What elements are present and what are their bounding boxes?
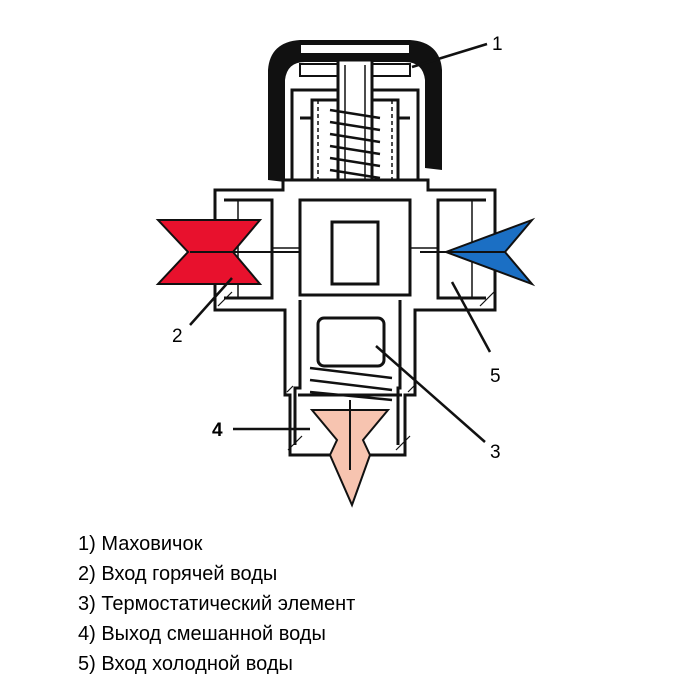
legend-item-cold-water-inlet: 5) Вход холодной воды bbox=[78, 653, 293, 675]
callout-5: 5 bbox=[490, 366, 501, 387]
valve-body bbox=[213, 178, 497, 457]
legend-item-thermostatic-element: 3) Термостатический элемент bbox=[78, 593, 356, 615]
spring bbox=[329, 108, 381, 180]
callout-3: 3 bbox=[490, 442, 501, 463]
callout-4: 4 bbox=[212, 420, 223, 441]
legend-item-handwheel: 1) Маховичок bbox=[78, 533, 203, 555]
parts-legend: 1) Маховичок 2) Вход горячей воды 3) Тер… bbox=[78, 529, 355, 679]
legend-item-hot-water-inlet: 2) Вход горячей воды bbox=[78, 563, 278, 585]
callout-2: 2 bbox=[172, 326, 183, 347]
spindle-assembly bbox=[290, 58, 420, 192]
legend-item-mixed-water-outlet: 4) Выход смешанной воды bbox=[78, 623, 326, 645]
body-hatching bbox=[217, 291, 495, 451]
callout-1: 1 bbox=[492, 34, 503, 55]
valve-cross-section-diagram: 1 2 3 4 5 bbox=[155, 34, 536, 508]
callout-leaders bbox=[189, 42, 492, 443]
